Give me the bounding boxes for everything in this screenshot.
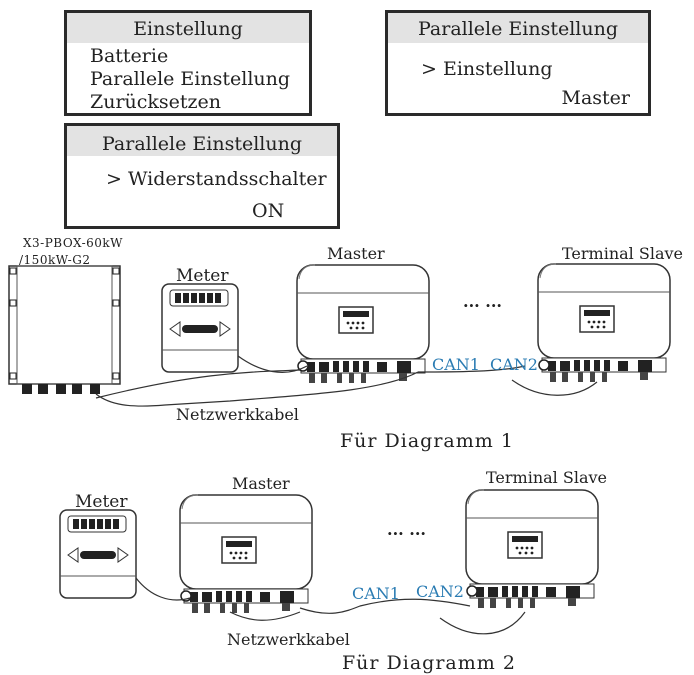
slave-inverter-1 [537, 263, 671, 383]
master-inverter-2 [179, 494, 313, 614]
pbox-label-line1: X3-PBOX-60kW [23, 236, 124, 250]
meter-device-2 [59, 509, 137, 599]
can2-label-1: CAN2 [490, 355, 538, 374]
network-cable-label-1: Netzwerkkabel [176, 405, 299, 424]
lcd-title: Parallele Einstellung [101, 133, 303, 155]
menu-item-setting: > Einstellung [421, 58, 553, 80]
caption-diagram-1: Für Diagramm 1 [340, 430, 514, 452]
menu-item-reset: Zurücksetzen [90, 91, 222, 113]
ellipsis-2: ... ... [387, 520, 426, 539]
meter-device-1 [161, 283, 239, 373]
menu-item-parallel: Parallele Einstellung [90, 68, 291, 90]
slave-label-1: Terminal Slave [562, 244, 684, 263]
pbox-label-line2: /150kW-G2 [19, 253, 91, 267]
lcd-menu-main: Einstellung Batterie Parallele Einstellu… [64, 10, 312, 116]
menu-value-master: Master [561, 87, 631, 109]
slave-inverter-2 [465, 489, 599, 609]
ellipsis-1: ... ... [463, 292, 502, 311]
lcd-menu-resistor: Parallele Einstellung > Widerstandsschal… [64, 123, 340, 229]
can1-label-1: CAN1 [432, 355, 480, 374]
master-label-2: Master [232, 474, 290, 493]
menu-item-resistor-switch: > Widerstandsschalter [106, 168, 327, 190]
master-label-1: Master [327, 244, 385, 263]
lcd-menu-parallel: Parallele Einstellung > Einstellung Mast… [385, 10, 651, 116]
master-inverter-1 [296, 264, 430, 384]
network-cable-label-2: Netzwerkkabel [227, 630, 350, 649]
menu-value-on: ON [252, 200, 285, 222]
pbox-device [8, 265, 121, 394]
caption-diagram-2: Für Diagramm 2 [342, 652, 516, 674]
can1-label-2: CAN1 [352, 584, 400, 603]
meter-label-1: Meter [176, 266, 229, 286]
can2-label-2: CAN2 [416, 582, 464, 601]
slave-label-2: Terminal Slave [486, 468, 608, 487]
cables-2 [135, 577, 526, 635]
lcd-title: Parallele Einstellung [417, 18, 619, 40]
lcd-title: Einstellung [133, 18, 243, 40]
menu-item-batterie: Batterie [90, 45, 169, 67]
cables-1 [95, 355, 598, 407]
meter-label-2: Meter [75, 492, 128, 512]
